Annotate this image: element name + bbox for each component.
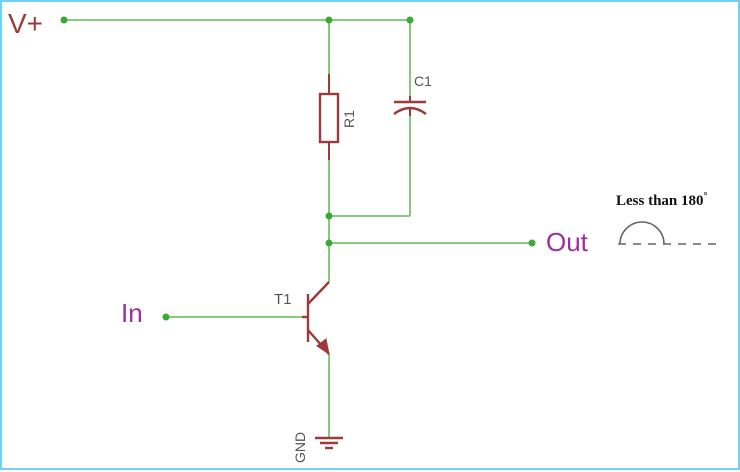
input-label: In <box>121 298 143 328</box>
supply-label: V+ <box>8 8 43 39</box>
node-supply-c1 <box>406 16 414 24</box>
transistor-t1-label: T1 <box>274 291 292 308</box>
transistor-t1-emitter-arrow <box>316 338 330 356</box>
node-output-branch <box>325 239 333 247</box>
capacitor-c1-plate-curved <box>393 106 427 115</box>
connection-nodes <box>60 16 536 321</box>
resistor-r1-body <box>318 92 340 144</box>
capacitor-c1: C1 <box>393 73 432 115</box>
resistor-r1-label: R1 <box>341 110 357 128</box>
phase-annotation: Less than 180° <box>616 191 723 245</box>
node-supply <box>60 16 68 24</box>
node-supply-r1 <box>325 16 333 24</box>
node-input <box>162 313 170 321</box>
output-label: Out <box>546 227 589 257</box>
phase-annotation-arc <box>619 221 665 245</box>
node-r1-c1 <box>325 212 333 220</box>
capacitor-c1-label: C1 <box>414 73 432 89</box>
ground-symbol: GND <box>292 432 343 463</box>
node-output <box>528 239 536 247</box>
wires <box>64 19 532 438</box>
phase-annotation-degree: ° <box>704 191 708 202</box>
phase-annotation-text: Less than 180° <box>616 191 708 209</box>
resistor-r1: R1 <box>318 92 357 144</box>
transistor-t1-collector <box>307 281 330 305</box>
ground-label: GND <box>292 432 308 463</box>
transistor-t1: T1 <box>274 281 330 356</box>
phase-annotation-value: Less than 180 <box>616 193 704 209</box>
